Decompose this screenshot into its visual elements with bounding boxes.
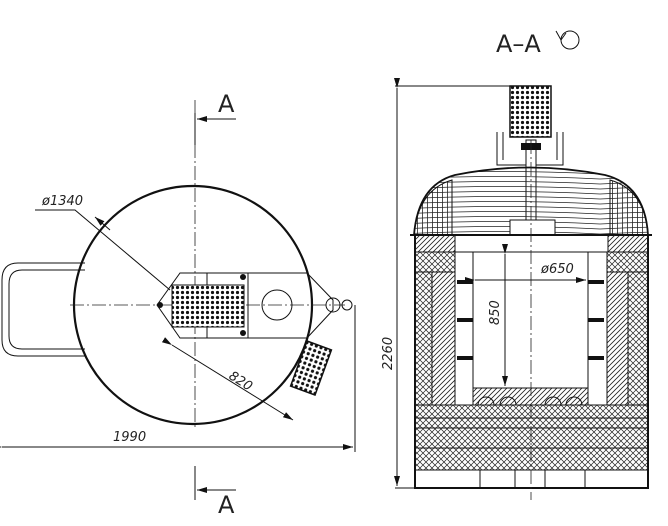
section-title: A–A: [496, 30, 541, 58]
rotated-view-icon: [555, 30, 580, 50]
lid-mechanism: [156, 272, 353, 339]
diameter-dimension: ø1340: [41, 194, 83, 209]
reach-dimension: 820: [226, 369, 255, 395]
port-circle: [261, 289, 293, 321]
plan-view: ø1340 820 1990 A A: [0, 90, 356, 519]
chamber-diameter-dimension: ø650: [540, 262, 574, 277]
section-mark-top: A: [218, 90, 235, 118]
section-mark-bottom: A: [218, 491, 235, 519]
chamber-depth-dimension: 850: [488, 300, 503, 325]
work-chamber: [472, 251, 589, 389]
pivot: [325, 297, 341, 313]
overall-width-dimension: 1990: [113, 430, 146, 445]
handle: [1, 262, 85, 357]
section-view: A–A 2260: [381, 30, 652, 500]
side-grate: [289, 340, 333, 396]
heater-grid: [171, 284, 245, 328]
height-dimension: 2260: [381, 337, 396, 370]
